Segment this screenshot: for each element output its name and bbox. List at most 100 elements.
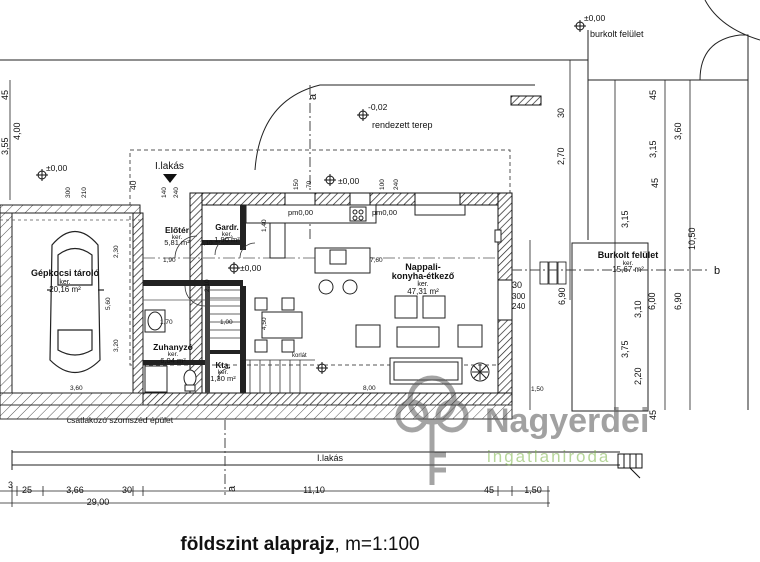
- room-hall: Előtér ker. 5,81 m²: [164, 225, 190, 247]
- pm-label-2: pm0,00: [372, 208, 397, 217]
- dim-r-mid-6: 3,75: [620, 340, 630, 358]
- dim-r-outer-3: 10,50: [687, 227, 697, 250]
- room-wardrobe-area: 1,90 m²: [214, 235, 240, 244]
- dim-m-13: 3,20: [113, 339, 120, 352]
- room-storage-floor: ker.: [218, 369, 229, 376]
- watermark-name: Nagyerdei: [485, 402, 649, 440]
- elevation-mark-terrain: -0,02 rendezett terep: [357, 102, 433, 130]
- kitchen-furniture: [245, 204, 502, 295]
- apartment-bottom-label: I.lakás: [317, 453, 344, 463]
- dimension-right: [529, 60, 691, 410]
- dim-r-mid-7: 2,20: [633, 367, 643, 385]
- dim-bottom-2: 3,66: [66, 485, 84, 495]
- dim-r-outer-1: 3,15: [648, 140, 658, 158]
- dim-m-23: 1,40: [261, 219, 268, 232]
- dim-m-9: 7,60: [370, 257, 383, 264]
- dim-m-11: 2,30: [113, 245, 120, 258]
- axis-a-bottom: a: [226, 485, 238, 492]
- room-garage-floor: ker.: [59, 279, 70, 286]
- room-hall-name: Előtér: [165, 225, 190, 235]
- interior-lines: [0, 219, 500, 301]
- dim-m-12: 5,60: [105, 297, 112, 310]
- room-wardrobe-name: Gardr.: [215, 223, 239, 232]
- dim-r-mid-8: 45: [648, 410, 658, 420]
- room-garage-name: Gépkocsi tároló: [31, 268, 100, 278]
- dim-r-outer-0: 45: [648, 90, 658, 100]
- living-furniture: [355, 295, 490, 385]
- dim-m-4: 240: [173, 187, 180, 198]
- dim-r-inner-0: 30: [512, 280, 522, 290]
- room-wardrobe-floor: ker.: [222, 231, 233, 238]
- drawing-title: földszint alaprajz, m=1:100: [0, 534, 600, 556]
- elevation-terrain-label: -0,02: [368, 102, 388, 112]
- dim-m-0: 40: [128, 180, 138, 190]
- elevation-top-label: ±0,00: [584, 13, 605, 23]
- door-swings: [174, 235, 256, 381]
- dim-m-5: 150: [293, 179, 300, 190]
- dim-left-labels: 45 4,00 3,55: [0, 90, 22, 155]
- dim-right-labels: 45 3,15 3,60 10,50 6,90 30 2,70 3,15 45 …: [512, 90, 697, 420]
- room-hall-floor: ker.: [172, 234, 183, 241]
- dim-r-outer-4: 6,90: [673, 292, 683, 310]
- room-living-name: Nappali-: [405, 262, 441, 272]
- apartment-label: I.lakás: [155, 161, 184, 172]
- axis-b: b: [714, 265, 720, 277]
- car-outline: [47, 230, 104, 374]
- elevation-mark-stair: [316, 362, 328, 374]
- elevation-mark-top: ±0,00 burkolt felület: [574, 13, 644, 39]
- terrain-arc: [254, 84, 535, 171]
- dim-bottom-6: 1,50: [524, 485, 542, 495]
- bathroom-fixtures: [144, 309, 197, 393]
- room-wardrobe: Gardr. ker. 1,90 m²: [214, 223, 240, 244]
- room-storage: Kta. ker. 1,30 m²: [210, 361, 236, 383]
- dimension-bottom: [0, 486, 550, 507]
- dim-bottom-5: 45: [484, 485, 494, 495]
- dim-m-7: 100: [379, 179, 386, 190]
- room-shower-floor: ker.: [168, 351, 179, 358]
- dim-m-15: 1,70: [160, 319, 173, 326]
- room-living-name2: konyha-étkező: [392, 271, 455, 281]
- room-garage: Gépkocsi tároló ker. 20,16 m²: [31, 268, 100, 294]
- dim-m-8: 240: [393, 179, 400, 190]
- dim-r-mid-1: 2,70: [556, 147, 566, 165]
- elevation-mark-hall: ±0,00: [228, 262, 261, 274]
- room-paved-name: Burkolt felület: [598, 250, 659, 260]
- room-hall-area: 5,81 m²: [164, 238, 190, 247]
- dim-m-16: 8,00: [363, 385, 376, 392]
- dim-m-24: 2,10: [204, 279, 211, 292]
- room-living-floor: ker.: [417, 281, 428, 288]
- dim-bottom-3: 30: [122, 485, 132, 495]
- dim-bottom-1: 25: [22, 485, 32, 495]
- dim-m-21: 1,00: [220, 319, 233, 326]
- drawing-title-bold: földszint alaprajz: [180, 534, 335, 555]
- dim-r-outer-2: 3,60: [673, 122, 683, 140]
- room-paved-floor: ker.: [623, 260, 634, 267]
- pm-label-1: pm0,00: [288, 208, 313, 217]
- dim-r-mid-0: 30: [556, 108, 566, 118]
- dim-m-20: 2,10: [200, 240, 213, 247]
- drawing-title-scale: , m=1:100: [334, 534, 420, 555]
- stair-symbol-bottom: [617, 453, 643, 479]
- room-storage-area: 1,30 m²: [210, 374, 236, 383]
- dim-r-inner-1: 6,90: [557, 287, 567, 305]
- room-storage-name: Kta.: [215, 361, 230, 370]
- elevation-mark-garage: ±0,00: [36, 163, 67, 181]
- room-garage-area: 20,16 m²: [49, 285, 81, 294]
- elevation-hall-label: ±0,00: [240, 263, 261, 273]
- dim-l-1: 4,00: [12, 122, 22, 140]
- watermark-sub: ingatlaniroda: [487, 447, 610, 466]
- room-living-area: 47,31 m²: [407, 287, 439, 296]
- elevation-living-label: ±0,00: [338, 176, 359, 186]
- entrance-triangle: [163, 174, 177, 183]
- room-shower: Zuhanyzó ker. 6,04 m²: [153, 342, 193, 365]
- paved-top-label: burkolt felület: [590, 29, 644, 39]
- terrain-label: rendezett terep: [372, 120, 433, 130]
- dim-r-mid-3: 45: [650, 178, 660, 188]
- elevation-garage-label: ±0,00: [46, 163, 67, 173]
- neighbor-label: csatlakozó szomszéd épület: [67, 415, 174, 425]
- axis-a-top: a: [307, 93, 319, 100]
- dim-bottom-4: 11,10: [303, 485, 325, 495]
- dim-r-mid-4: 3,10: [633, 300, 643, 318]
- stairs: [210, 289, 315, 393]
- dim-m-14: 3,60: [70, 385, 83, 392]
